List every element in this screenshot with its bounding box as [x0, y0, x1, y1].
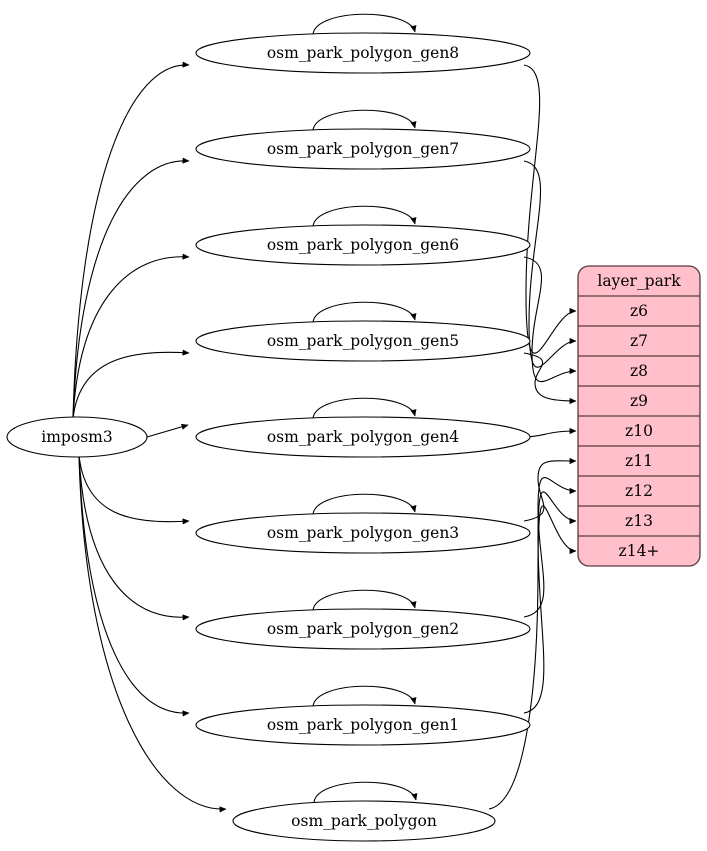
node-osm-park-polygon-gen2[interactable]: [195, 608, 531, 650]
node-osm-park-polygon-gen4[interactable]: [195, 416, 531, 458]
edge-self-loop-osm-park-polygon-gen7: [312, 109, 417, 131]
node-osm-park-polygon[interactable]: [232, 800, 496, 842]
edge-osm-park-polygon-gen4-to-z10: [523, 427, 577, 438]
layer-park-row-label-z11: z11: [625, 452, 653, 470]
node-osm-park-polygon-gen4-label: osm_park_polygon_gen4: [267, 428, 459, 446]
node-osm-park-polygon-gen1[interactable]: [195, 704, 531, 746]
layer-park-table-body: layer_park z6 z7 z8 z9 z10 z11 z12 z13 z14+: [578, 266, 700, 566]
edge-osm-park-polygon-gen7-to-z7: [523, 160, 577, 368]
edge-self-loop-osm-park-polygon-gen3: [312, 493, 417, 515]
layer-park-row-label-z8: z8: [630, 362, 648, 380]
layer-park-row-label-z7: z7: [630, 332, 648, 350]
layer-park-table-border: [577, 265, 701, 567]
edge-imposm3-to-osm-park-polygon-gen3: [78, 454, 190, 525]
edge-imposm3-to-osm-park-polygon-gen4: [146, 423, 189, 438]
layer-park-row-label-z14plus: z14+: [619, 542, 660, 560]
edge-osm-park-polygon-gen2-to-z12: [523, 477, 577, 618]
edge-osm-park-polygon-gen6-to-z8: [523, 256, 577, 383]
layer-park-row-label-z6: z6: [630, 302, 648, 320]
edge-osm-park-polygon-to-z14plus: [488, 505, 577, 810]
node-imposm3[interactable]: [6, 416, 148, 458]
layer-park-row-z8[interactable]: [578, 356, 700, 386]
edge-self-loop-osm-park-polygon-gen5: [312, 301, 417, 323]
node-osm-park-polygon-gen8[interactable]: [195, 32, 531, 74]
layer-park-row-z6[interactable]: [578, 296, 700, 326]
edge-imposm3-to-osm-park-polygon-gen8: [72, 61, 190, 420]
edge-imposm3-to-osm-park-polygon-gen6: [72, 253, 190, 420]
edge-osm-park-polygon-gen3-to-z11: [523, 457, 577, 522]
layer-park-row-label-z12: z12: [625, 482, 653, 500]
node-osm-park-polygon-gen7[interactable]: [195, 128, 531, 170]
layer-park-row-z12[interactable]: [578, 476, 700, 506]
node-imposm3-label: imposm3: [41, 428, 112, 446]
layer-park-row-z14plus[interactable]: [578, 536, 700, 566]
edge-self-loop-osm-park-polygon-gen6: [312, 205, 417, 227]
node-osm-park-polygon-gen2-label: osm_park_polygon_gen2: [267, 620, 459, 638]
edge-self-loop-osm-park-polygon-gen8: [312, 13, 417, 35]
edge-group-node-to-layer: [488, 64, 577, 810]
edge-osm-park-polygon-gen8-to-z6: [523, 64, 577, 354]
node-osm-park-polygon-gen3[interactable]: [195, 512, 531, 554]
edge-self-loop-osm-park-polygon-gen2: [312, 589, 417, 611]
edge-group-imposm3-fanout: [72, 61, 227, 813]
layer-park-row-label-z13: z13: [625, 512, 653, 530]
edge-imposm3-to-osm-park-polygon-gen1: [78, 454, 190, 717]
edge-imposm3-to-osm-park-polygon-gen5: [72, 349, 190, 420]
layer-park-header-cell: [578, 266, 700, 296]
edge-imposm3-to-osm-park-polygon: [78, 454, 227, 813]
node-group-layer-park-table: layer_park z6 z7 z8 z9 z10 z11 z12 z13 z14+: [577, 265, 701, 567]
edge-imposm3-to-osm-park-polygon-gen2: [78, 454, 190, 621]
layer-park-row-z7[interactable]: [578, 326, 700, 356]
layer-park-row-z9[interactable]: [578, 386, 700, 416]
edge-self-loop-osm-park-polygon: [313, 781, 418, 803]
layer-park-row-label-z10: z10: [625, 422, 653, 440]
edge-osm-park-polygon-gen1-to-z13: [523, 491, 577, 714]
node-osm-park-polygon-gen8-label: osm_park_polygon_gen8: [267, 44, 459, 62]
node-osm-park-polygon-gen6[interactable]: [195, 224, 531, 266]
node-osm-park-polygon-label: osm_park_polygon: [291, 812, 437, 830]
node-osm-park-polygon-gen5-label: osm_park_polygon_gen5: [267, 332, 459, 350]
edge-osm-park-polygon-gen5-to-z9: [523, 352, 577, 405]
layer-park-row-label-z9: z9: [630, 392, 648, 410]
node-osm-park-polygon-gen1-label: osm_park_polygon_gen1: [267, 716, 459, 734]
node-group-ellipses: osm_park_polygon_gen8 osm_park_polygon_ge…: [195, 32, 531, 842]
edge-imposm3-to-osm-park-polygon-gen7: [72, 157, 190, 420]
edge-group-self-loops: [312, 13, 418, 803]
node-osm-park-polygon-gen5[interactable]: [195, 320, 531, 362]
node-osm-park-polygon-gen6-label: osm_park_polygon_gen6: [267, 236, 459, 254]
node-osm-park-polygon-gen3-label: osm_park_polygon_gen3: [267, 524, 459, 542]
node-group-source: imposm3: [6, 416, 148, 458]
edge-self-loop-osm-park-polygon-gen1: [312, 685, 417, 707]
layer-park-row-z13[interactable]: [578, 506, 700, 536]
layer-park-row-z11[interactable]: [578, 446, 700, 476]
node-osm-park-polygon-gen7-label: osm_park_polygon_gen7: [267, 140, 459, 158]
layer-park-row-z10[interactable]: [578, 416, 700, 446]
layer-park-header-label: layer_park: [597, 272, 681, 290]
edge-self-loop-osm-park-polygon-gen4: [312, 397, 417, 419]
